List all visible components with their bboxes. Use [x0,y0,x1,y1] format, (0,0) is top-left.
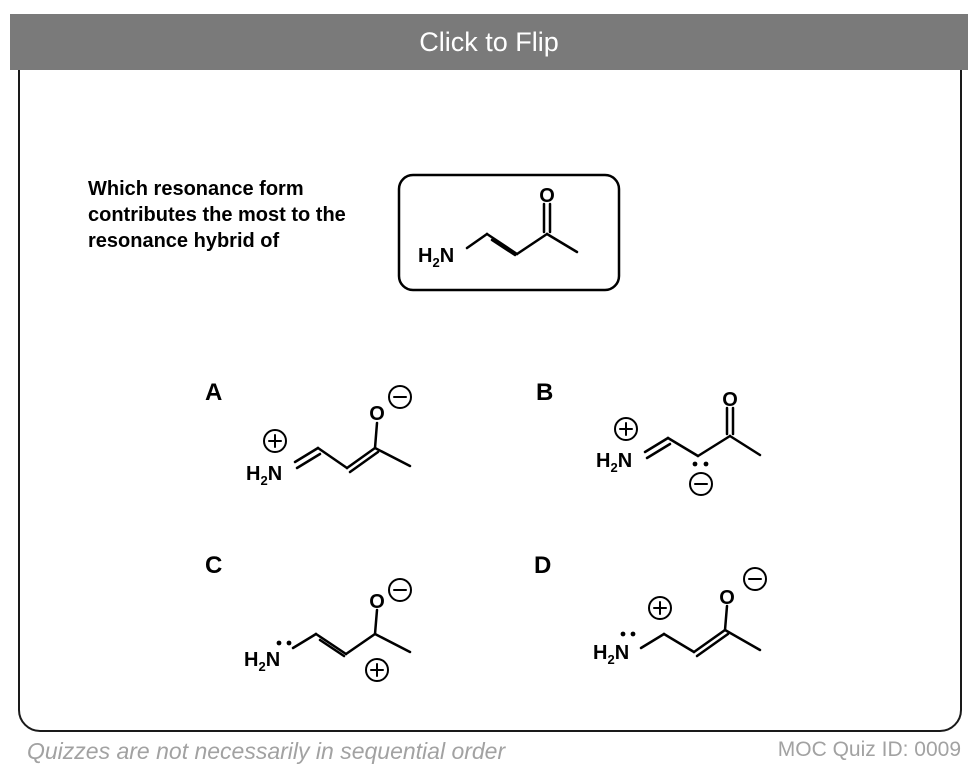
structure-b-amine-label: H2N [596,450,632,475]
structure-d-amine-label: H2N [593,642,629,667]
reference-amine-label: H2N [418,245,454,270]
reference-molecule-box [397,173,621,292]
structure-c-amine-label: H2N [244,649,280,674]
option-label-b: B [536,379,553,406]
flip-label: Click to Flip [419,26,559,57]
click-to-flip-button[interactable]: Click to Flip [10,14,968,70]
structure-c [291,578,412,682]
structure-b [614,406,762,496]
sequence-note: Quizzes are not necessarily in sequentia… [27,738,506,764]
structure-d [639,567,767,658]
option-label-c: C [205,552,222,579]
structure-b-oxygen-label: O [722,389,738,411]
structure-d-oxygen-label: O [719,587,735,609]
structure-c-oxygen-label: O [369,591,385,613]
structure-a-amine-label: H2N [246,463,282,488]
reference-carbonyl-oxygen-label: O [539,185,555,207]
structure-a-oxygen-label: O [369,403,385,425]
question-text: Which resonance form contributes the mos… [88,178,346,252]
reference-molecule-labels: H2N O [418,185,555,270]
quiz-id: MOC Quiz ID: 0009 [777,738,961,761]
reference-molecule [397,173,621,292]
option-label-d: D [534,552,551,579]
structure-a [263,385,412,474]
option-label-a: A [205,379,222,406]
flashcard[interactable] [18,20,962,732]
